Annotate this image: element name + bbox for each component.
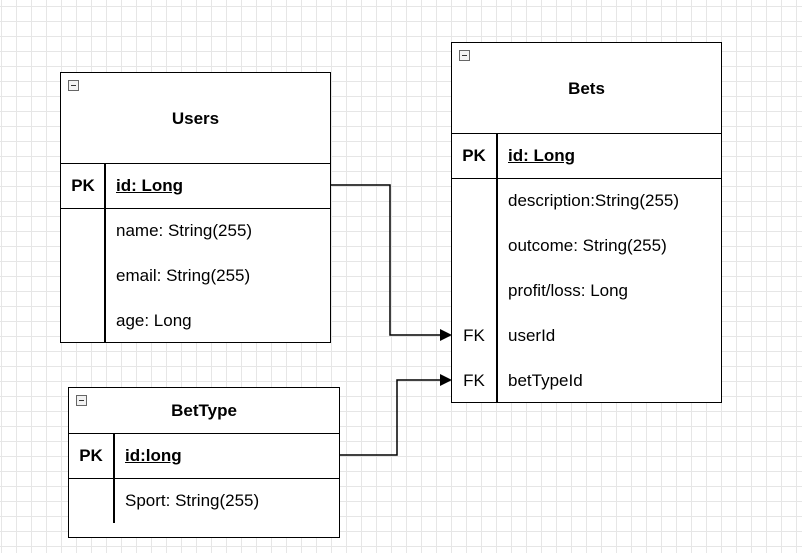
collapse-icon[interactable] <box>76 395 87 406</box>
users-pk-field: id: Long <box>116 176 184 195</box>
bettype-pk-label: PK <box>79 446 103 465</box>
users-field-email: email: String(255) <box>116 266 251 285</box>
bettype-table[interactable]: BetType PK id:long Sport: String(255) <box>68 387 340 538</box>
bettype-field-sport: Sport: String(255) <box>125 491 260 510</box>
collapse-icon[interactable] <box>68 80 79 91</box>
bets-field-bettypeid: betTypeId <box>508 371 583 390</box>
users-table-title: Users <box>171 109 220 128</box>
users-table[interactable]: Users PK id: Long name: String(255) emai… <box>60 72 331 343</box>
users-to-bets-connector <box>330 184 442 336</box>
bettype-pk-row[interactable]: PK id:long <box>69 433 339 479</box>
bets-pk-row[interactable]: PK id: Long <box>452 133 721 179</box>
users-table-header[interactable]: Users <box>61 73 330 164</box>
bets-table-title: Bets <box>568 79 605 98</box>
bettype-to-bets-connector <box>340 379 442 456</box>
bets-pk-label: PK <box>462 146 486 165</box>
bets-fk-label-userid: FK <box>463 326 485 345</box>
users-field-name: name: String(255) <box>116 221 253 240</box>
bets-field-description: description:String(255) <box>508 191 680 210</box>
bets-field-outcome: outcome: String(255) <box>508 236 667 255</box>
bets-field-profit-loss: profit/loss: Long <box>508 281 629 300</box>
bets-pk-field: id: Long <box>508 146 576 165</box>
bettype-key-divider <box>113 433 115 523</box>
bettype-table-header[interactable]: BetType <box>69 388 339 434</box>
users-field-age: age: Long <box>116 311 192 330</box>
bettype-pk-field: id:long <box>125 446 182 465</box>
users-key-divider <box>104 163 106 343</box>
bets-fk-label-bettypeid: FK <box>463 371 485 390</box>
users-pk-label: PK <box>71 176 95 195</box>
users-pk-row[interactable]: PK id: Long <box>61 163 330 209</box>
bets-table-header[interactable]: Bets <box>452 43 721 134</box>
bets-key-divider <box>496 133 498 403</box>
bettype-table-title: BetType <box>171 401 237 420</box>
bets-table[interactable]: Bets PK id: Long description:String(255)… <box>451 42 722 403</box>
collapse-icon[interactable] <box>459 50 470 61</box>
bets-field-userid: userId <box>508 326 556 345</box>
